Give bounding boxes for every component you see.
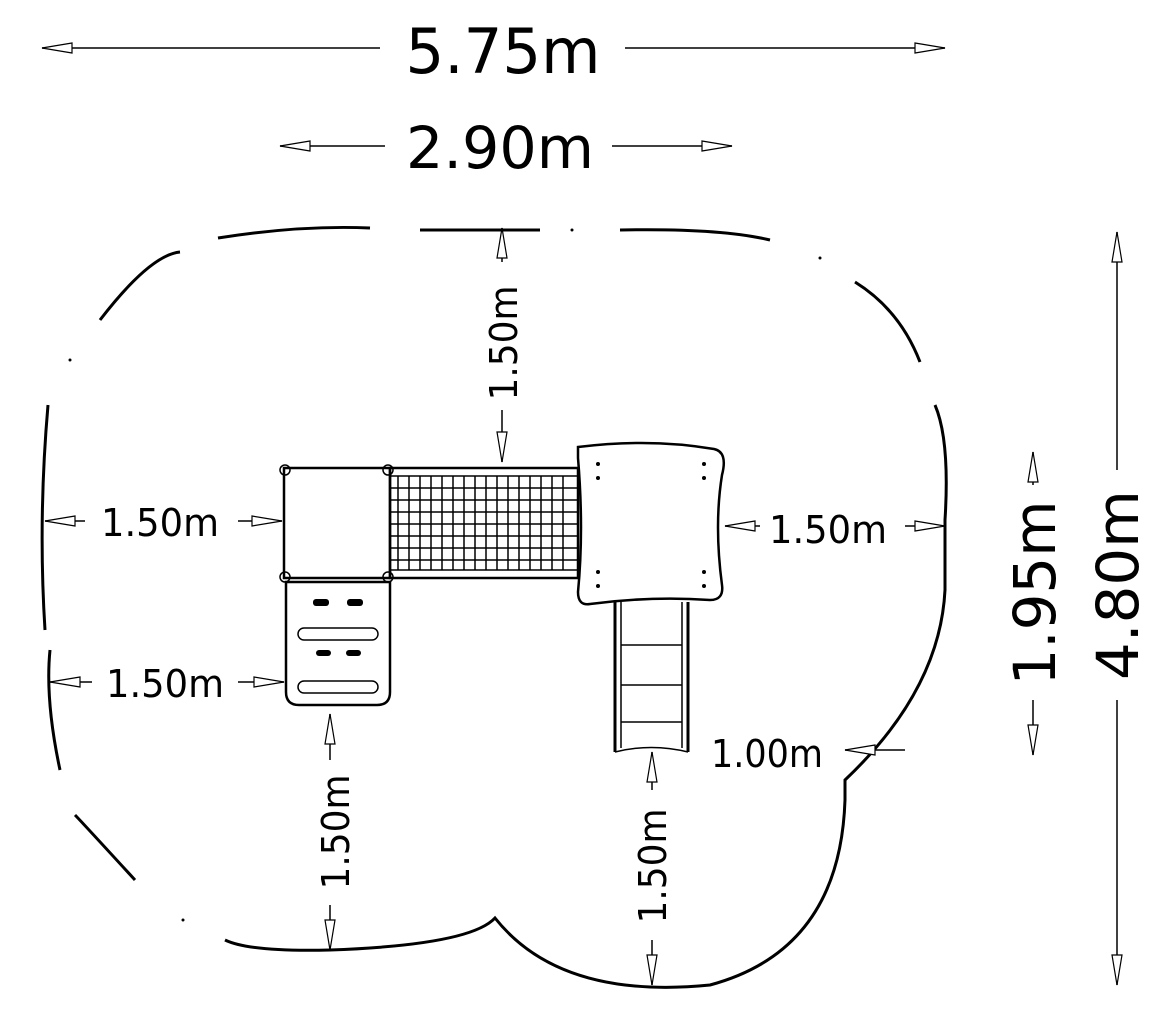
equipment-depth-label: 1.95m [1001,501,1069,686]
equipment-width-label: 2.90m [406,114,594,182]
overall-width-label: 5.75m [406,15,601,88]
net-bridge [388,466,580,580]
equipment-depth-dimension: 1.95m [1001,451,1069,756]
slide [613,602,690,753]
left-upper-clearance-label: 1.50m [101,501,219,545]
left-tower-platform [279,464,394,583]
bottom-left-clearance-label: 1.50m [314,775,358,890]
bottom-left-clearance-dimension: 1.50m [314,713,358,951]
right-tower-roof [576,441,725,606]
right-clearance-label: 1.50m [769,508,887,552]
play-structure [279,441,725,753]
left-lower-clearance-dimension: 1.50m [49,662,285,706]
overall-width-dimension: 5.75m [41,15,946,88]
top-clearance-dimension: 1.50m [482,227,526,463]
left-lower-clearance-label: 1.50m [106,662,224,706]
top-clearance-label: 1.50m [482,286,526,401]
safety-zone-outline [40,225,948,989]
overall-depth-label: 4.80m [1084,490,1152,680]
equipment-width-dimension: 2.90m [279,114,733,182]
overall-depth-dimension: 4.80m [1084,231,1152,986]
slide-side-dimension: 1.00m [711,732,905,776]
slide-side-label: 1.00m [711,732,823,776]
right-clearance-dimension: 1.50m [724,508,946,552]
bottom-right-clearance-label: 1.50m [631,809,675,924]
climbing-wall [284,580,392,707]
bottom-right-clearance-dimension: 1.50m [631,751,675,986]
left-upper-clearance-dimension: 1.50m [44,501,283,545]
